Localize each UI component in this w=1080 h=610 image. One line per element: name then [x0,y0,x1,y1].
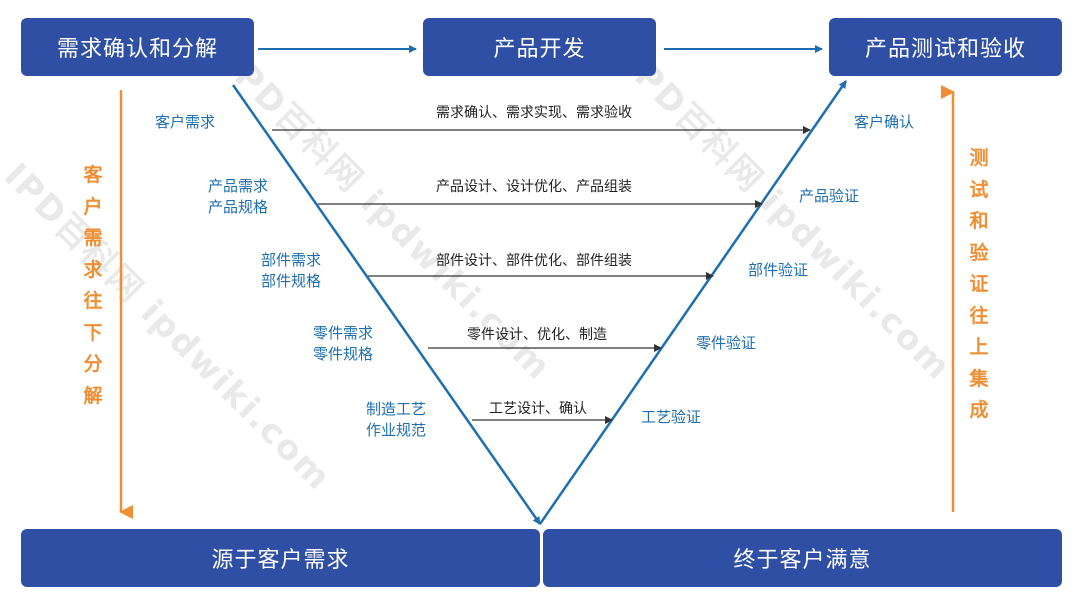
flow-label-1: 需求确认、需求实现、需求验收 [436,105,632,121]
left-label-line: 零件规格 [313,345,374,363]
flow-label-2: 产品设计、设计优化、产品组装 [436,179,632,195]
v-right-line [538,80,848,525]
left-label-1: 客户需求 [155,113,216,131]
right-label-1: 客户确认 [854,113,915,131]
left-label-line: 作业规范 [366,421,427,439]
left-label-line: 零件需求 [313,324,374,342]
left-label-line: 制造工艺 [366,400,427,418]
box-customer-satisfaction: 终于客户满意 [543,529,1062,587]
box-testing-acceptance: 产品测试和验收 [829,18,1062,76]
right-label-2: 产品验证 [799,187,860,205]
right-label-4: 零件验证 [696,334,757,352]
left-label-5: 制造工艺作业规范 [366,399,426,441]
left-label-2: 产品需求产品规格 [208,176,268,218]
flow-label-5: 工艺设计、确认 [489,401,587,417]
flow-label-3: 部件设计、部件优化、部件组装 [436,253,632,269]
left-label-line: 产品需求 [208,177,269,195]
left-label-line: 部件需求 [261,251,322,269]
box-from-customer-needs: 源于客户需求 [21,529,540,587]
flow-label-4: 零件设计、优化、制造 [467,327,607,343]
box-requirements-decomposition: 需求确认和分解 [21,18,254,76]
right-side-label: 测试和验证往上集成 [969,147,989,421]
left-label-line: 部件规格 [261,272,322,290]
left-side-label: 客户需求往下分解 [83,164,103,407]
left-label-3: 部件需求部件规格 [261,250,321,292]
left-label-line: 产品规格 [208,198,269,216]
left-label-4: 零件需求零件规格 [313,323,373,365]
v-left-line [231,84,542,525]
right-label-5: 工艺验证 [641,408,702,426]
right-label-3: 部件验证 [748,261,809,279]
box-product-development: 产品开发 [423,18,656,76]
